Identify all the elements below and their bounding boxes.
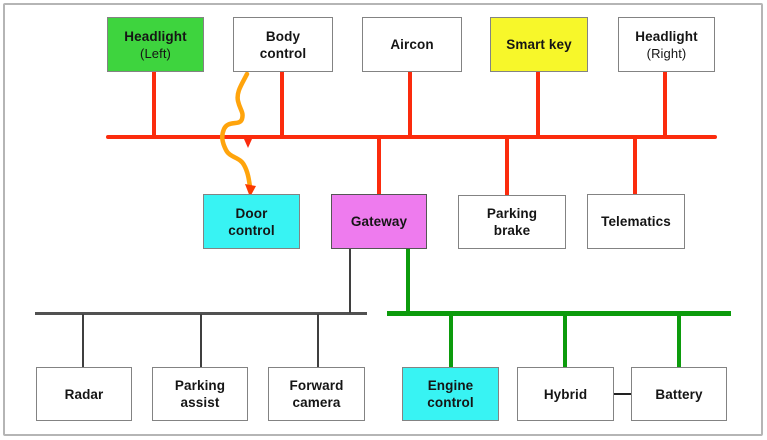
node-radar[interactable]: Radar (36, 367, 132, 421)
gray-sub-bus (35, 312, 367, 315)
node-label: Parking (174, 378, 226, 393)
node-door-control[interactable]: Door control (203, 194, 300, 249)
node-forward-camera[interactable]: Forward camera (268, 367, 365, 421)
node-label: assist (180, 395, 220, 410)
node-label: brake (493, 223, 531, 238)
node-label: Battery (655, 386, 703, 402)
green-sub-bus (387, 311, 731, 316)
node-label: Headlight (635, 28, 698, 44)
drop-hybrid (563, 315, 567, 367)
node-headlight-left[interactable]: Headlight (Left) (107, 17, 204, 72)
node-headlight-right[interactable]: Headlight (Right) (618, 17, 715, 72)
bus-stub-tick (244, 139, 252, 148)
node-label: Hybrid (543, 386, 588, 402)
drop-smart-key (536, 72, 540, 136)
node-label: Headlight (124, 28, 187, 44)
drop-body-control (280, 72, 284, 136)
node-label: Door (235, 205, 268, 221)
node-label: Gateway (350, 214, 408, 229)
node-label: Forward (289, 378, 344, 393)
drop-radar (82, 314, 84, 367)
drop-headlight-left (152, 72, 156, 136)
drop-telematics (633, 138, 637, 195)
node-label: Parking (486, 206, 538, 221)
node-label: Body (265, 28, 301, 44)
node-label: Telematics (601, 214, 671, 229)
node-gateway[interactable]: Gateway (331, 194, 427, 249)
node-label: Engine (427, 378, 474, 393)
node-label: control (427, 395, 474, 410)
squiggle-path (220, 71, 253, 190)
drop-battery (677, 315, 681, 367)
drop-headlight-right (663, 72, 667, 136)
node-sublabel: (Left) (140, 45, 171, 61)
node-label: control (228, 222, 275, 238)
node-label: Aircon (390, 37, 434, 52)
node-label: Radar (64, 386, 104, 402)
node-aircon[interactable]: Aircon (362, 17, 462, 72)
node-engine-control[interactable]: Engine control (402, 367, 499, 421)
node-label: camera (292, 395, 341, 410)
node-battery[interactable]: Battery (631, 367, 727, 421)
node-parking-brake[interactable]: Parking brake (458, 195, 566, 249)
drop-engine-control (449, 315, 453, 367)
node-label: control (259, 45, 307, 61)
gateway-gray-link (349, 249, 351, 313)
node-body-control[interactable]: Body control (233, 17, 333, 72)
node-parking-assist[interactable]: Parking assist (152, 367, 248, 421)
node-sublabel: (Right) (646, 45, 687, 61)
node-hybrid[interactable]: Hybrid (517, 367, 614, 421)
hybrid-battery-link (614, 393, 631, 395)
drop-parking-assist (200, 314, 202, 367)
node-telematics[interactable]: Telematics (587, 194, 685, 249)
drop-gateway-red (377, 138, 381, 195)
drop-forward-camera (317, 314, 319, 367)
gateway-green-link (406, 249, 410, 311)
drop-parking-brake (505, 138, 509, 196)
drop-aircon (408, 72, 412, 136)
node-smart-key[interactable]: Smart key (490, 17, 588, 72)
node-label: Smart key (506, 37, 572, 52)
red-can-bus (106, 135, 717, 139)
